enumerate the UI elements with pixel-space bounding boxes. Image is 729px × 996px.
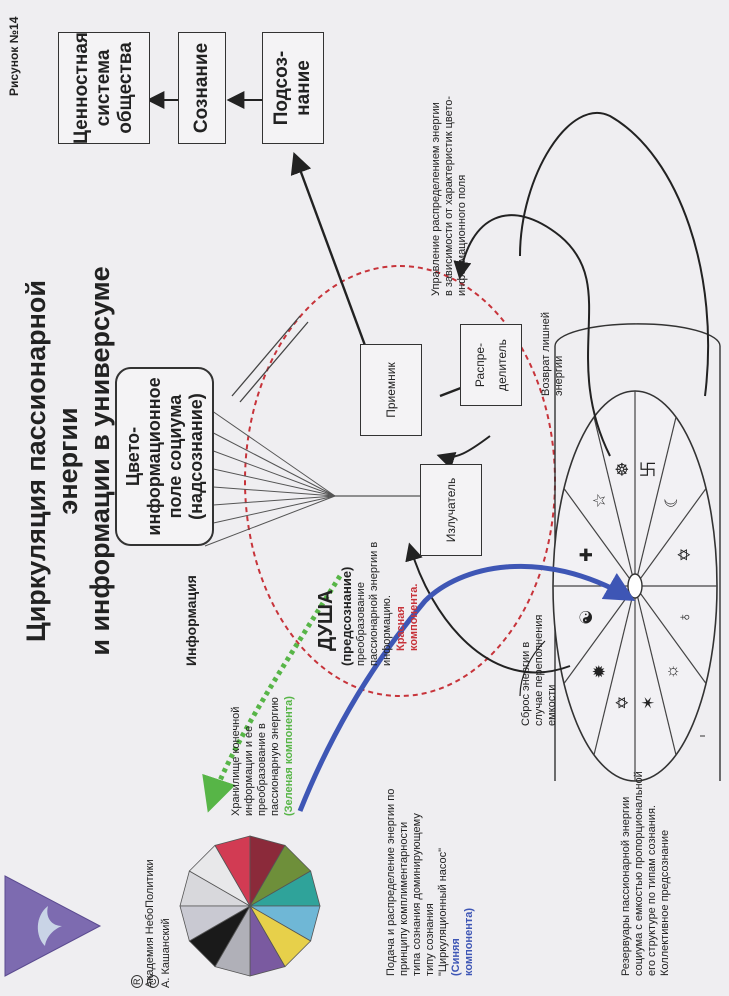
arrow-field-to-receiver-a <box>231 315 301 397</box>
author-credit: C А. Кашанский <box>134 918 173 988</box>
arrow-field-to-receiver-b <box>239 321 309 403</box>
field-box: Цвето- информационное поле социума (надс… <box>115 367 214 546</box>
reservoir-spoke <box>563 488 636 587</box>
copyright-mark: C <box>147 975 159 988</box>
overflow-text: Сброс энергии в случае переполнения емко… <box>520 614 558 726</box>
reservoir-spoke <box>593 416 636 587</box>
arrow-return-energy-2 <box>519 112 710 397</box>
return-text: Возврат лишней энергии <box>540 311 565 396</box>
storage-green: (Зеленая компонента) <box>283 696 295 816</box>
reservoir-symbol: ☆ <box>590 493 609 508</box>
reservoir-spoke <box>593 585 636 756</box>
arrow-distributor-to-emitter <box>436 435 491 470</box>
reservoir-symbol: ☸ <box>613 462 632 477</box>
emitter-ray-fan <box>199 405 336 547</box>
emitter-box: Излучатель <box>420 464 482 556</box>
information-label: Информация <box>183 575 199 666</box>
reservoir-symbol: ✡ <box>613 696 632 710</box>
consciousness-box: Сознание <box>178 32 226 144</box>
overflow-leader <box>519 640 546 697</box>
reservoir-spoke <box>634 585 707 684</box>
subconscious-box: Подсоз- нание <box>262 32 324 144</box>
reservoirs-text: Резервуары пассионарной энергии социума … <box>620 771 671 976</box>
reservoir-symbol: ✹ <box>590 664 609 678</box>
reservoir-symbol: ☼ <box>662 664 681 680</box>
receiver-box: Приемник <box>360 344 422 436</box>
reservoir-spoke <box>634 585 677 756</box>
reservoir-spoke <box>634 416 677 587</box>
reservoir-symbol: ☯ <box>577 610 596 625</box>
blue-pump-arrow <box>297 563 636 812</box>
control-text: Управление распределением энергии в зави… <box>430 95 468 296</box>
arrow-overflow <box>405 542 571 674</box>
distributor-box: Распре- делитель <box>460 324 522 406</box>
reservoir-symbol: ☾ <box>662 493 681 508</box>
supply-blue: (Синяя компонента) <box>450 907 475 976</box>
author-name: А. Кашанский <box>160 918 172 988</box>
reservoir-symbols: 卐 ☾ ✡ ♁ ☼ ✶ ✡ ✹ ☯ ✚ ☆ ☸ <box>577 461 694 710</box>
soul-description: преобразование пассионарной энергии в ин… <box>355 541 393 666</box>
reservoir-hub <box>627 573 643 599</box>
reservoir-symbol: ✚ <box>577 548 596 562</box>
arrow-return-energy <box>453 214 611 457</box>
soul-red-component: Красная компонента. <box>395 583 420 651</box>
color-wheel <box>179 835 321 977</box>
reservoir-spoke <box>563 585 636 684</box>
soul-subtitle: (предсознание) <box>339 566 354 666</box>
reservoir-symbol: ✶ <box>639 696 658 710</box>
supply-text: Подача и распределение энергии по принци… <box>385 788 449 976</box>
reservoir-spokes <box>553 391 717 781</box>
figure-label: Рисунок №14 <box>7 16 21 96</box>
color-wheel-sector <box>179 905 252 942</box>
reservoir-symbol: 卐 <box>639 461 658 478</box>
reservoir-spoke <box>634 488 707 587</box>
green-information-arrow <box>202 574 343 813</box>
diagram-title: Циркуляция пассионарной энергии и информ… <box>21 266 115 656</box>
values-box: Ценностная система общества <box>58 32 150 144</box>
academy-logo <box>4 875 102 977</box>
soul-title: ДУША <box>315 589 337 651</box>
storage-text: Хранилище конечной информации и ее преоб… <box>230 697 281 816</box>
reservoir-symbol: ♁ <box>675 611 694 624</box>
reservoir-symbol: ✡ <box>675 548 694 562</box>
